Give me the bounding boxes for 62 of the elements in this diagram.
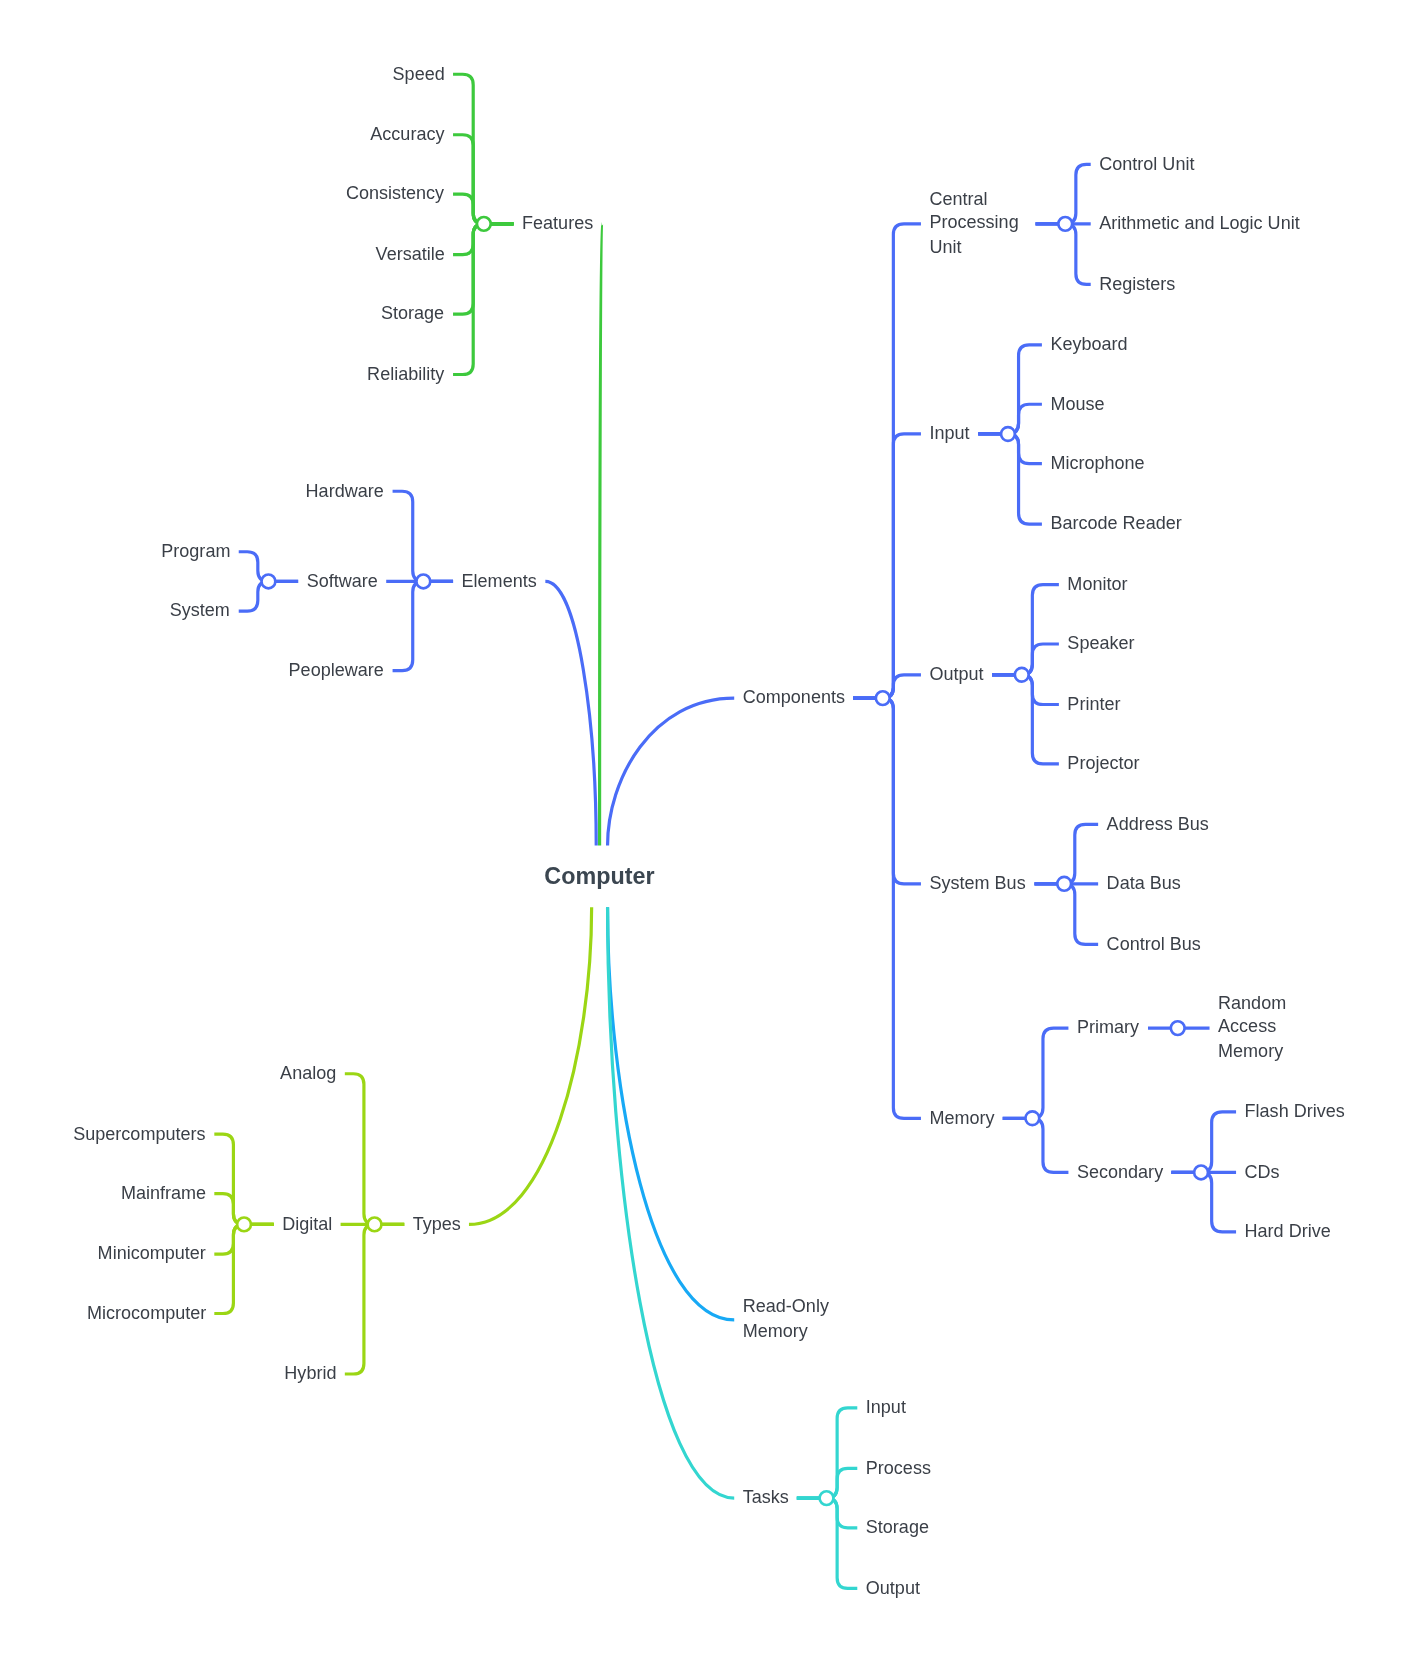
topic-label: Hybrid <box>275 1361 345 1387</box>
topic-label: Speaker <box>1058 631 1144 657</box>
central-topic: Computer <box>535 845 663 907</box>
topic-label: Elements <box>453 569 546 594</box>
branch-line <box>544 579 598 846</box>
topic-label: Monitor <box>1058 572 1136 597</box>
branch-line <box>598 223 604 846</box>
topic-label: Reliability <box>358 362 453 387</box>
topic-label: Printer <box>1058 692 1129 717</box>
topic-label: Analog <box>271 1061 345 1086</box>
branch-line <box>992 673 1059 766</box>
topic-label: Secondary <box>1068 1160 1172 1185</box>
topic-label: Components <box>734 685 854 711</box>
topic-label: Microphone <box>1041 451 1154 476</box>
topic-label: Storage <box>857 1515 938 1540</box>
topic-label: Storage <box>372 301 453 327</box>
topic-label: Random Access Memory <box>1209 991 1316 1065</box>
topic-label: Accuracy <box>361 122 453 147</box>
topic-label: Address Bus <box>1098 812 1218 837</box>
topic-label: Read-Only Memory <box>734 1295 862 1345</box>
topic-label: Primary <box>1068 1015 1148 1041</box>
topic-label: Tasks <box>734 1485 798 1511</box>
branch-line <box>605 696 735 846</box>
topic-label: Mouse <box>1041 392 1113 417</box>
topic-label: Projector <box>1058 751 1149 777</box>
topic-label: Input <box>920 421 979 447</box>
topic-label: Features <box>513 211 602 236</box>
branch-line <box>238 579 299 613</box>
topic-label: Supercomputers <box>64 1122 215 1147</box>
branch-line <box>605 907 735 1500</box>
topic-label: Consistency <box>337 181 453 207</box>
topic-label: Central Processing Unit <box>920 187 1036 261</box>
topic-label: System <box>161 598 239 624</box>
topic-label: Output <box>857 1576 929 1601</box>
topic-label: Registers <box>1090 272 1184 297</box>
topic-label: Output <box>920 662 993 687</box>
branch-line <box>468 907 594 1226</box>
topic-label: Flash Drives <box>1236 1099 1354 1125</box>
topic-label: Barcode Reader <box>1041 511 1191 537</box>
topic-label: Control Bus <box>1098 932 1210 957</box>
topic-label: Types <box>404 1212 470 1237</box>
topic-label: Keyboard <box>1041 332 1137 357</box>
topic-label: Versatile <box>367 242 454 267</box>
topic-label: Data Bus <box>1098 871 1190 896</box>
topic-label: Digital <box>273 1212 341 1237</box>
topic-label: Speed <box>384 62 454 87</box>
branch-line <box>1148 1026 1210 1030</box>
topic-label: Microcomputer <box>78 1301 215 1326</box>
topic-label: Hard Drive <box>1236 1219 1340 1244</box>
topic-label: Program <box>152 539 239 564</box>
topic-label: Input <box>857 1395 915 1421</box>
topic-label: Software <box>298 569 387 594</box>
topic-label: Minicomputer <box>89 1241 215 1267</box>
topic-label: Peopleware <box>280 658 393 683</box>
topic-label: CDs <box>1236 1160 1289 1185</box>
topic-label: System Bus <box>920 871 1035 896</box>
topic-label: Mainframe <box>112 1181 215 1206</box>
topic-label: Hardware <box>297 479 393 504</box>
topic-label: Arithmetic and Logic Unit <box>1090 211 1309 236</box>
topic-label: Process <box>857 1456 940 1481</box>
topic-label: Control Unit <box>1090 152 1203 177</box>
topic-label: Memory <box>920 1106 1004 1131</box>
